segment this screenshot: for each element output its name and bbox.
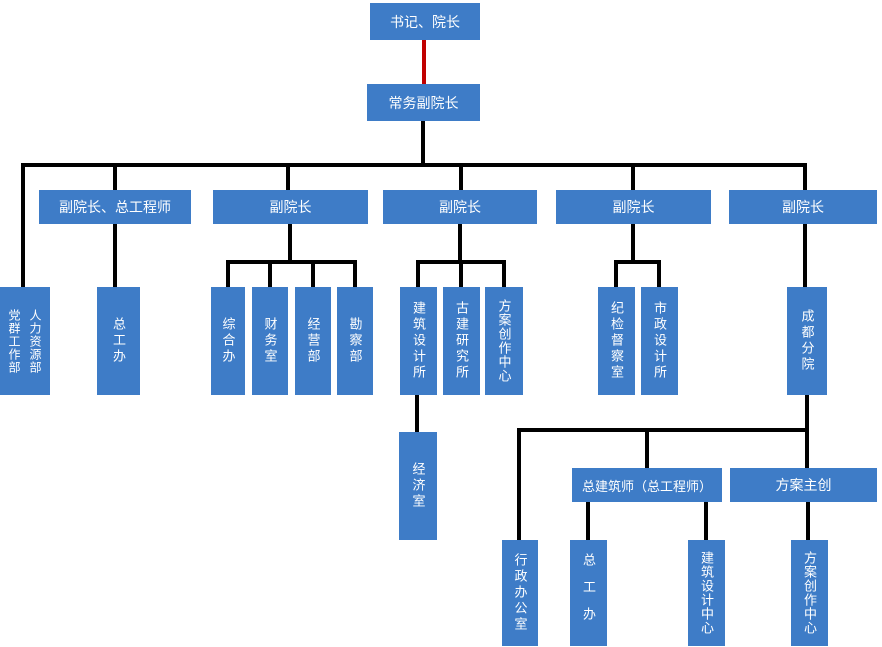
- connector-vp2-drop1: [416, 260, 420, 287]
- node-chief-architect-label: 总建筑师（总工程师）: [581, 478, 712, 494]
- node-architectural-design-center: 建筑设计中心: [688, 540, 725, 646]
- node-economics-office-label: 经济室: [410, 462, 426, 510]
- node-architectural-design-institute: 建筑设计所: [400, 287, 437, 395]
- node-chief-architect: 总建筑师（总工程师）: [572, 468, 722, 502]
- node-scheme-lead-label: 方案主创: [775, 477, 832, 493]
- node-president-label: 书记、院长: [390, 13, 460, 30]
- connector-drop-partymass: [21, 163, 25, 287]
- connector-branch-horizontal: [517, 428, 809, 432]
- node-chief-engineer-office-branch: 总工办: [570, 540, 607, 646]
- node-architectural-design-institute-label: 建筑设计所: [411, 301, 426, 381]
- node-executive-vp: 常务副院长: [367, 84, 480, 121]
- node-scheme-creation-center-branch-label: 方案创作中心: [802, 551, 817, 635]
- connector-archinst-economics: [415, 395, 419, 432]
- node-admin-office: 行政办公室: [502, 540, 538, 646]
- node-vp-2: 副院长: [383, 190, 537, 224]
- connector-vp3-drop1: [614, 260, 618, 287]
- node-general-affairs-office-label: 综合办: [220, 317, 236, 365]
- connector-drop-vp2: [459, 163, 463, 190]
- node-executive-vp-label: 常务副院长: [388, 94, 459, 111]
- connector-execvp-stem: [421, 121, 425, 167]
- node-ancient-architecture-institute-label: 古建研究所: [454, 301, 469, 381]
- node-chief-engineer-office: 总工办: [97, 287, 140, 395]
- node-chief-engineer-office-label: 总工办: [111, 317, 126, 365]
- connector-vp3-horizontal: [614, 260, 661, 264]
- node-vp-4-label: 副院长: [782, 199, 824, 215]
- connector-vp3-drop2: [657, 260, 661, 287]
- node-chief-engineer-office-branch-label: 总工办: [581, 552, 596, 634]
- node-survey-dept-label: 勘察部: [347, 317, 363, 365]
- connector-branch-drop-chiefarchitect: [645, 428, 649, 468]
- connector-vp1-drop1: [226, 260, 230, 287]
- node-scheme-creation-center: 方案创作中心: [485, 287, 523, 395]
- connector-drop-vp1: [286, 163, 290, 190]
- connector-branch-drop-admin: [517, 428, 521, 540]
- node-finance-office-label: 财务室: [262, 317, 278, 365]
- node-chengdu-branch: 成都分院: [787, 287, 827, 395]
- connector-drop-vpce: [113, 163, 117, 190]
- node-general-affairs-office: 综合办: [211, 287, 245, 395]
- node-scheme-lead: 方案主创: [730, 468, 877, 502]
- node-finance-office: 财务室: [252, 287, 288, 395]
- node-partymass-hr: 党群工作部 人力资源部: [0, 287, 50, 395]
- node-architectural-design-center-label: 建筑设计中心: [699, 551, 714, 635]
- node-scheme-creation-center-branch: 方案创作中心: [791, 540, 828, 646]
- connector-vpce-chiefengoffice: [113, 224, 117, 287]
- connector-vp2-drop2: [459, 260, 463, 287]
- node-vp-chief-engineer-label: 副院长、总工程师: [59, 199, 171, 215]
- node-vp-3-label: 副院长: [612, 199, 655, 215]
- connector-chiefarchitect-drop1: [586, 502, 590, 540]
- node-economics-office: 经济室: [399, 432, 437, 540]
- node-vp-3: 副院长: [556, 190, 711, 224]
- node-survey-dept: 勘察部: [337, 287, 373, 395]
- node-vp-4: 副院长: [729, 190, 877, 224]
- connector-schemelead-drop: [806, 502, 810, 540]
- connector-vp2-stem: [458, 224, 462, 264]
- connector-chiefarchitect-drop2: [704, 502, 708, 540]
- connector-main-horizontal: [21, 163, 807, 167]
- connector-drop-vp3: [631, 163, 635, 190]
- connector-vp1-drop3: [311, 260, 315, 287]
- node-scheme-creation-center-label: 方案创作中心: [496, 299, 512, 383]
- connector-vp1-horizontal: [226, 260, 357, 264]
- connector-vp3-stem: [631, 224, 635, 264]
- node-municipal-design-institute: 市政设计所: [641, 287, 678, 395]
- node-discipline-inspection-office-label: 纪检督察室: [609, 301, 624, 381]
- node-hr-dept-label: 人力资源部: [28, 308, 42, 374]
- connector-vp2-drop3: [502, 260, 506, 287]
- connector-vp1-drop2: [268, 260, 272, 287]
- connector-vp4-chengdu: [803, 224, 807, 287]
- node-admin-office-label: 行政办公室: [512, 553, 528, 633]
- node-ancient-architecture-institute: 古建研究所: [443, 287, 480, 395]
- node-municipal-design-institute-label: 市政设计所: [652, 301, 667, 381]
- node-vp-2-label: 副院长: [439, 199, 481, 215]
- connector-vp1-drop4: [353, 260, 357, 287]
- connector-president-execvp: [422, 40, 426, 84]
- node-discipline-inspection-office: 纪检督察室: [598, 287, 635, 395]
- node-business-dept-label: 经营部: [305, 317, 321, 365]
- node-vp-chief-engineer: 副院长、总工程师: [39, 190, 191, 224]
- node-party-mass-work-dept-label: 党群工作部: [7, 308, 21, 374]
- node-president: 书记、院长: [370, 3, 480, 40]
- connector-drop-vp4: [803, 163, 807, 190]
- node-business-dept: 经营部: [295, 287, 331, 395]
- node-vp-1-label: 副院长: [269, 199, 312, 215]
- connector-vp1-stem: [288, 224, 292, 264]
- node-chengdu-branch-label: 成都分院: [799, 309, 815, 373]
- node-vp-1: 副院长: [213, 190, 368, 224]
